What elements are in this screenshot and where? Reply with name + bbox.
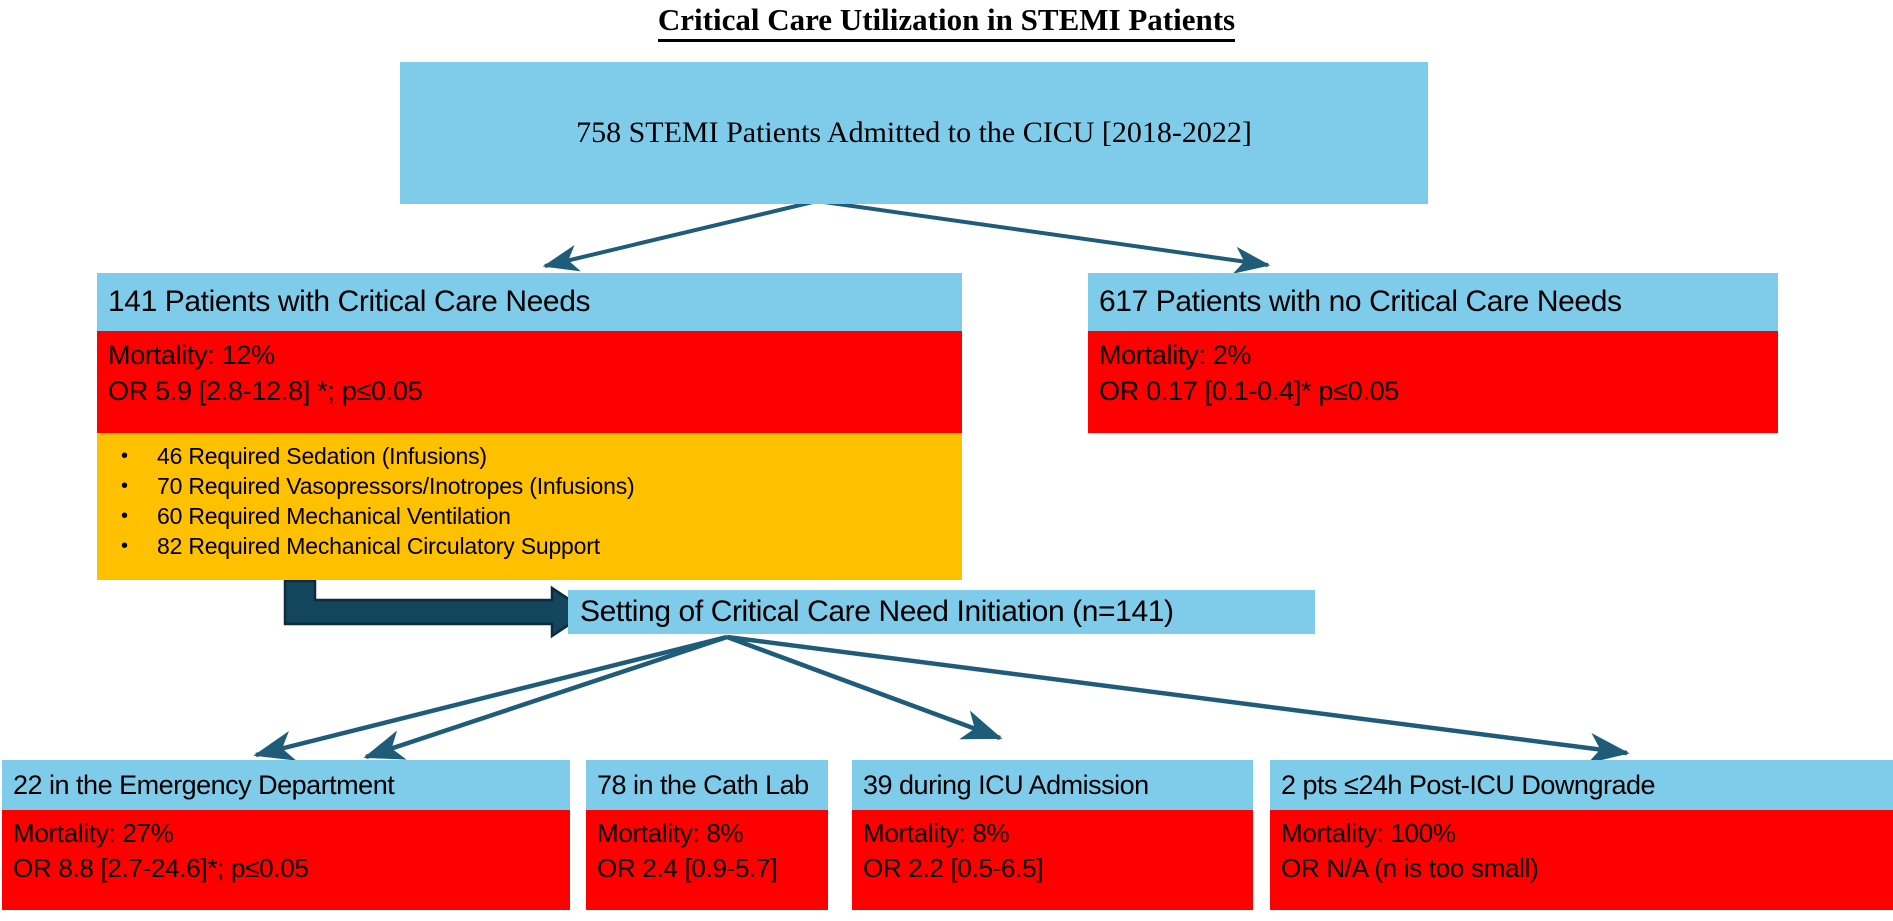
bullet-icon: • xyxy=(121,474,128,497)
page-title: Critical Care Utilization in STEMI Patie… xyxy=(0,2,1893,42)
node-emergency-department-stats: Mortality: 27% OR 8.8 [2.7-24.6]*; p≤0.0… xyxy=(2,810,570,910)
node-post-icu-downgrade-header: 2 pts ≤24h Post-ICU Downgrade xyxy=(1270,760,1893,810)
node-critical-care-needs-header: 141 Patients with Critical Care Needs xyxy=(97,273,962,331)
node-post-icu-downgrade-header-label: 2 pts ≤24h Post-ICU Downgrade xyxy=(1281,769,1656,800)
bullet-icon: • xyxy=(121,534,128,557)
node-critical-care-needs-stats: Mortality: 12% OR 5.9 [2.8-12.8] *; p≤0.… xyxy=(97,331,962,433)
node-cath-lab-stats: Mortality: 8% OR 2.4 [0.9-5.7] xyxy=(586,810,828,910)
arrow-setting-to-leaf-0 xyxy=(253,634,728,761)
node-icu-admission-header-label: 39 during ICU Admission xyxy=(863,769,1149,800)
node-icu-admission: 39 during ICU Admission Mortality: 8% OR… xyxy=(852,760,1253,910)
node-critical-care-needs-header-label: 141 Patients with Critical Care Needs xyxy=(108,285,591,318)
stat-odds-ratio: OR 2.4 [0.9-5.7] xyxy=(597,852,778,883)
node-no-critical-care-needs: 617 Patients with no Critical Care Needs… xyxy=(1088,273,1778,433)
bullet-icon: • xyxy=(121,445,128,467)
node-cohort-total-label: 758 STEMI Patients Admitted to the CICU … xyxy=(576,116,1252,149)
list-item-label: 70 Required Vasopressors/Inotropes (Infu… xyxy=(157,472,635,499)
list-item: • 60 Required Mechanical Ventilation xyxy=(97,502,962,532)
node-emergency-department-header-label: 22 in the Emergency Department xyxy=(13,769,395,800)
arrow-bullets-to-setting xyxy=(283,579,591,639)
node-cath-lab-header: 78 in the Cath Lab xyxy=(586,760,828,810)
node-cohort-total: 758 STEMI Patients Admitted to the CICU … xyxy=(400,62,1428,204)
stat-mortality: Mortality: 12% xyxy=(108,340,275,370)
stat-mortality: Mortality: 8% xyxy=(863,818,1010,848)
arrow-setting-to-leaf-2 xyxy=(726,634,1003,741)
node-emergency-department: 22 in the Emergency Department Mortality… xyxy=(2,760,570,910)
arrow-setting-to-leaf-1 xyxy=(363,634,728,760)
stat-mortality: Mortality: 8% xyxy=(597,818,744,848)
arrow-setting-to-leaf-3 xyxy=(726,634,1630,764)
node-critical-care-interventions: • 46 Required Sedation (Infusions) • 70 … xyxy=(97,433,962,580)
node-critical-care-needs: 141 Patients with Critical Care Needs Mo… xyxy=(97,273,962,580)
list-item: • 82 Required Mechanical Circulatory Sup… xyxy=(97,532,962,562)
bullet-icon: • xyxy=(121,504,128,527)
node-cath-lab-header-label: 78 in the Cath Lab xyxy=(597,769,809,800)
list-item-label: 46 Required Sedation (Infusions) xyxy=(157,443,487,469)
arrow-top-to-left xyxy=(542,199,818,272)
node-post-icu-downgrade-stats: Mortality: 100% OR N/A (n is too small) xyxy=(1270,810,1893,910)
stat-odds-ratio: OR 0.17 [0.1-0.4]* p≤0.05 xyxy=(1099,375,1400,406)
node-icu-admission-header: 39 during ICU Admission xyxy=(852,760,1253,810)
node-no-critical-care-needs-header-label: 617 Patients with no Critical Care Needs xyxy=(1099,285,1622,318)
list-item-label: 82 Required Mechanical Circulatory Suppo… xyxy=(157,532,600,559)
node-emergency-department-header: 22 in the Emergency Department xyxy=(2,760,570,810)
stat-mortality: Mortality: 100% xyxy=(1281,818,1456,848)
stat-odds-ratio: OR 8.8 [2.7-24.6]*; p≤0.05 xyxy=(13,852,309,883)
stat-odds-ratio: OR 5.9 [2.8-12.8] *; p≤0.05 xyxy=(108,375,423,406)
node-setting-of-initiation-label: Setting of Critical Care Need Initiation… xyxy=(580,595,1174,628)
list-item: • 70 Required Vasopressors/Inotropes (In… xyxy=(97,472,962,502)
stat-odds-ratio: OR 2.2 [0.5-6.5] xyxy=(863,852,1044,883)
stat-mortality: Mortality: 2% xyxy=(1099,340,1252,370)
node-no-critical-care-needs-header: 617 Patients with no Critical Care Needs xyxy=(1088,273,1778,331)
page-title-text: Critical Care Utilization in STEMI Patie… xyxy=(657,2,1236,42)
node-post-icu-downgrade: 2 pts ≤24h Post-ICU Downgrade Mortality:… xyxy=(1270,760,1893,910)
stat-mortality: Mortality: 27% xyxy=(13,818,174,848)
node-icu-admission-stats: Mortality: 8% OR 2.2 [0.5-6.5] xyxy=(852,810,1253,910)
node-cath-lab: 78 in the Cath Lab Mortality: 8% OR 2.4 … xyxy=(586,760,828,910)
stat-odds-ratio: OR N/A (n is too small) xyxy=(1281,852,1539,883)
node-setting-of-initiation: Setting of Critical Care Need Initiation… xyxy=(568,590,1315,634)
arrow-top-to-right xyxy=(816,199,1271,274)
node-no-critical-care-needs-stats: Mortality: 2% OR 0.17 [0.1-0.4]* p≤0.05 xyxy=(1088,331,1778,433)
list-item: • 46 Required Sedation (Infusions) xyxy=(97,442,962,472)
list-item-label: 60 Required Mechanical Ventilation xyxy=(157,502,511,529)
